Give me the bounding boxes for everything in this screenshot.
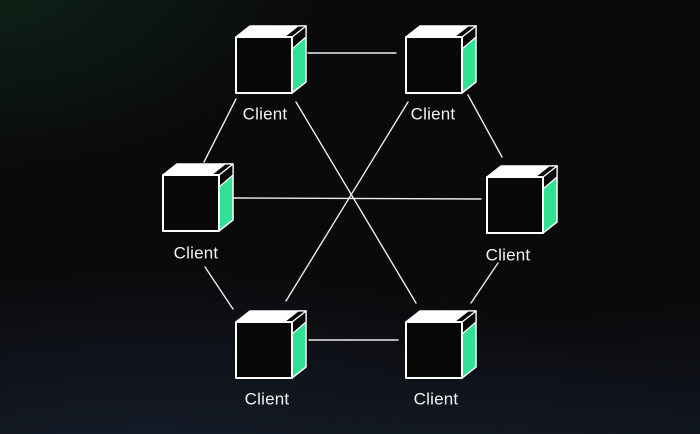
- node-label: Client: [486, 246, 531, 265]
- cube-front-face-icon: [486, 176, 544, 234]
- cube-front-face-icon: [235, 36, 293, 94]
- client-node-bottom-left: [235, 310, 307, 379]
- client-node-top-left: [235, 25, 307, 94]
- node-label: Client: [243, 105, 288, 124]
- node-label: Client: [411, 105, 456, 124]
- node-label: Client: [174, 244, 219, 263]
- edge-mid-left-bottom-left: [204, 266, 234, 310]
- cube-front-face-icon: [405, 36, 463, 94]
- client-node-bottom-right: [405, 310, 477, 379]
- client-node-mid-right: [486, 165, 558, 234]
- edge-top-right-mid-right: [467, 94, 503, 158]
- client-node-top-right: [405, 25, 477, 94]
- edge-mid-right-bottom-right: [470, 262, 499, 304]
- edge-top-left-bottom-right: [295, 101, 417, 304]
- edge-top-right-bottom-left: [285, 101, 409, 302]
- edge-mid-left-mid-right: [232, 197, 482, 200]
- client-node-mid-left: [162, 163, 234, 232]
- node-label: Client: [245, 390, 290, 409]
- node-label: Client: [414, 390, 459, 409]
- cube-front-face-icon: [405, 321, 463, 379]
- cube-front-face-icon: [162, 174, 220, 232]
- cube-front-face-icon: [235, 321, 293, 379]
- edge-top-left-mid-left: [203, 98, 237, 163]
